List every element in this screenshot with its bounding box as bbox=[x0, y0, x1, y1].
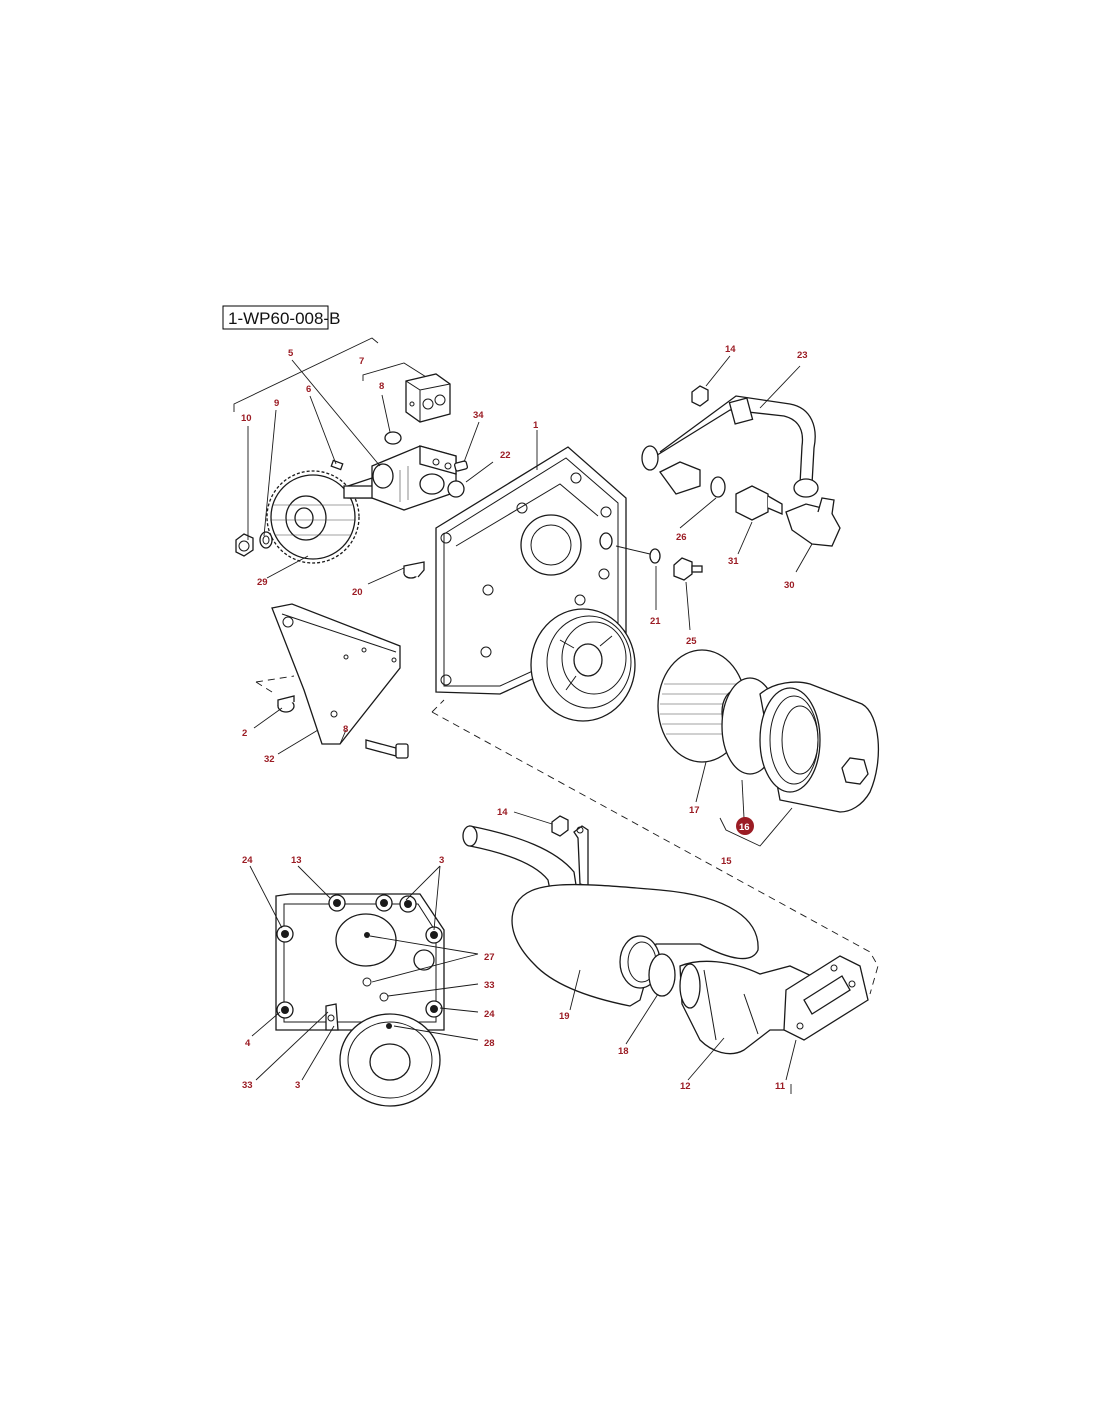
bracket-dash-lines bbox=[255, 675, 295, 693]
callout-19: 19 bbox=[559, 1011, 570, 1022]
callout-leaders bbox=[247, 355, 813, 1094]
callout-25: 25 bbox=[686, 636, 697, 647]
filter-assembly-bracket bbox=[719, 807, 793, 847]
callout-9: 9 bbox=[274, 398, 279, 409]
timing-cover bbox=[435, 446, 636, 722]
callout-16: 16 bbox=[739, 822, 750, 833]
assembly-dash-outline bbox=[431, 699, 879, 995]
callout-23: 23 bbox=[797, 350, 808, 361]
callout-12: 12 bbox=[680, 1081, 691, 1092]
callout-20: 20 bbox=[352, 587, 363, 598]
callout-16-highlight bbox=[736, 817, 754, 835]
callout-3: 3 bbox=[439, 855, 444, 866]
timing-cover-rear-view bbox=[275, 893, 445, 1107]
bracket-spacer bbox=[277, 695, 295, 713]
callout-11: 11 bbox=[775, 1081, 786, 1092]
callout-13: 13 bbox=[291, 855, 302, 866]
callout-8: 8 bbox=[343, 724, 348, 735]
callout-34: 34 bbox=[473, 410, 484, 421]
callout-14: 14 bbox=[725, 344, 736, 355]
drive-gear bbox=[266, 470, 360, 564]
suction-flange-gasket bbox=[783, 955, 869, 1041]
pipe-nut-upper bbox=[691, 385, 709, 407]
pipe-elbow bbox=[785, 497, 841, 547]
woodruff-key bbox=[330, 459, 344, 471]
callout-28: 28 bbox=[484, 1038, 495, 1049]
sender-axis-line bbox=[615, 545, 651, 555]
gear-nut bbox=[235, 533, 254, 557]
callout-18: 18 bbox=[618, 1046, 629, 1057]
callout-31: 31 bbox=[728, 556, 739, 567]
callout-17: 17 bbox=[689, 805, 700, 816]
oil-filter-canister bbox=[759, 681, 879, 813]
spacer-sleeve bbox=[403, 561, 425, 579]
hose-o-ring bbox=[648, 953, 676, 997]
pump-o-ring bbox=[384, 431, 402, 445]
relief-valve-cover bbox=[405, 373, 451, 423]
pipe-adapter bbox=[735, 485, 783, 521]
callout-14: 14 bbox=[497, 807, 508, 818]
oil-pipe bbox=[641, 395, 819, 498]
bracket-bolt bbox=[365, 739, 409, 759]
mounting-bracket bbox=[271, 603, 401, 745]
callout-4: 4 bbox=[245, 1038, 251, 1049]
callout-22: 22 bbox=[500, 450, 511, 461]
pump-seal-ring bbox=[447, 480, 465, 498]
callout-6: 6 bbox=[306, 384, 311, 395]
callout-labels: 1 2 3 3 4 5 6 7 8 8 9 10 11 12 13 14 14 … bbox=[241, 344, 808, 1092]
pipe-seal-ring bbox=[710, 476, 726, 498]
oil-pump-body bbox=[343, 445, 457, 511]
oil-pressure-sender bbox=[673, 557, 703, 581]
callout-24: 24 bbox=[484, 1009, 495, 1020]
diagram-reference-label: 1-WP60-008-B bbox=[222, 305, 340, 330]
oil-pump-assembly bbox=[233, 337, 469, 579]
callout-2: 2 bbox=[242, 728, 247, 739]
sender-washer bbox=[649, 548, 661, 564]
callout-33: 33 bbox=[484, 980, 495, 991]
dowel-pin bbox=[453, 460, 469, 472]
callout-8: 8 bbox=[379, 381, 384, 392]
bracket-nut-lower bbox=[551, 815, 569, 837]
callout-7: 7 bbox=[359, 356, 364, 367]
callout-1: 1 bbox=[533, 420, 539, 431]
callout-26: 26 bbox=[676, 532, 687, 543]
callout-33: 33 bbox=[242, 1080, 253, 1091]
callout-32: 32 bbox=[264, 754, 275, 765]
gear-washer bbox=[259, 531, 273, 549]
callout-30: 30 bbox=[784, 580, 795, 591]
filler-tube-bracket bbox=[573, 825, 597, 889]
callout-3: 3 bbox=[295, 1080, 300, 1091]
callout-21: 21 bbox=[650, 616, 661, 627]
callout-24: 24 bbox=[242, 855, 253, 866]
diagram-reference-text: 1-WP60-008-B bbox=[228, 309, 340, 328]
callout-5: 5 bbox=[288, 348, 294, 359]
callout-29: 29 bbox=[257, 577, 268, 588]
callout-15: 15 bbox=[721, 856, 732, 867]
callout-27: 27 bbox=[484, 952, 495, 963]
callout-10: 10 bbox=[241, 413, 252, 424]
